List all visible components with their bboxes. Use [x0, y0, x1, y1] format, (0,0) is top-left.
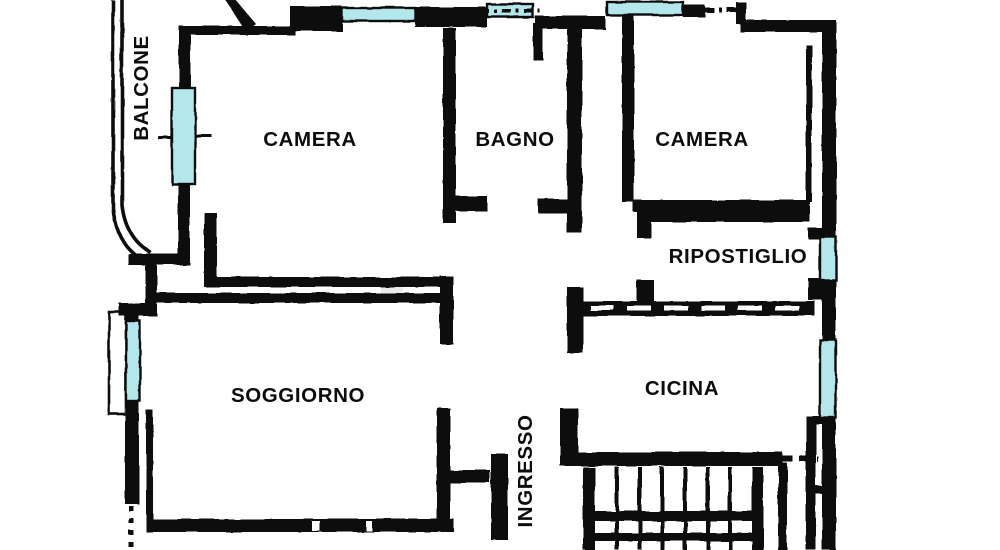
room-label-camera-1: CAMERA: [263, 128, 357, 151]
room-label-cicina: CICINA: [645, 377, 719, 400]
balcony-ledge: [107, 310, 128, 416]
wall-segment: [806, 416, 836, 424]
wall-segment: [538, 199, 567, 213]
wall-segment: [567, 28, 582, 233]
room-labels: BALCONE CAMERA BAGNO CAMERA RIPOSTIGLIO …: [130, 35, 807, 527]
room-label-soggiorno: SOGGIORNO: [231, 384, 365, 407]
wall-segment: [567, 287, 583, 353]
wall-segment: [535, 16, 605, 29]
wall-segment: [808, 228, 822, 239]
window: [605, 0, 685, 17]
wall-segment: [204, 213, 217, 287]
wall-segment: [440, 276, 453, 344]
window: [124, 319, 142, 403]
wall-segment: [125, 314, 139, 322]
room-label-bagno: BAGNO: [475, 128, 554, 151]
wall-segment: [622, 16, 634, 202]
wall-segment: [491, 454, 508, 540]
room-label-ripostiglio: RIPOSTIGLIO: [669, 245, 808, 268]
wall-segment: [806, 418, 816, 550]
wall-segment: [650, 212, 810, 222]
window-balcony-door: [170, 86, 197, 186]
wall-segment: [148, 293, 453, 303]
stair-treads-upper: [615, 467, 732, 511]
wall-segment: [570, 301, 815, 316]
wall-segment: [179, 26, 191, 90]
staircase: [583, 467, 763, 550]
wall-segment: [822, 280, 836, 340]
wall-segment: [637, 212, 651, 238]
wall-segment: [822, 418, 836, 550]
wall-segment: [225, 0, 256, 32]
wall-segment: [633, 200, 810, 212]
wall-segment: [637, 280, 654, 306]
balcony-railing-inner: [120, 0, 153, 255]
wall-segment: [808, 278, 822, 300]
room-label-balcone: BALCONE: [130, 35, 153, 141]
wall-segment: [119, 303, 157, 316]
stair-wall: [752, 467, 763, 550]
stair-wall: [583, 467, 595, 550]
window: [818, 235, 838, 282]
wall-segment: [736, 2, 746, 24]
wall-segment: [778, 463, 787, 550]
wall-inner-face: [806, 45, 812, 202]
room-label-ingresso: INGRESSO: [514, 414, 537, 527]
wall-gap: [312, 521, 320, 531]
wall-segment: [146, 519, 454, 532]
stair-treads-bottom: [615, 541, 732, 550]
wall-segment: [822, 26, 836, 237]
wall-segment: [450, 470, 490, 483]
wall-segment: [415, 7, 487, 27]
stair-landing-wall: [594, 533, 752, 541]
window: [340, 6, 417, 23]
wall-segment: [437, 408, 450, 523]
wall-segment: [125, 400, 139, 504]
room-label-camera-2: CAMERA: [655, 128, 749, 151]
wall-segment: [290, 6, 342, 31]
wall-segment: [183, 26, 295, 35]
wall-segment: [533, 23, 543, 60]
wall-segment: [146, 410, 153, 525]
walls-group: [107, 0, 838, 550]
wall-gap: [366, 521, 372, 531]
wall-segment: [560, 452, 783, 466]
wall-segment: [560, 408, 578, 458]
window: [818, 338, 838, 420]
wall-segment: [178, 184, 190, 265]
wall-segment: [683, 5, 705, 17]
wall-segment: [740, 20, 836, 32]
wall-segment: [443, 28, 456, 183]
windows-group: [124, 0, 838, 420]
stair-treads-lower: [615, 521, 732, 533]
wall-segment: [128, 254, 190, 265]
wall-segment: [208, 277, 453, 287]
wall-segment: [443, 179, 456, 223]
wall-segment: [145, 260, 157, 308]
stair-landing-wall: [594, 511, 752, 521]
wall-segment: [456, 196, 487, 211]
